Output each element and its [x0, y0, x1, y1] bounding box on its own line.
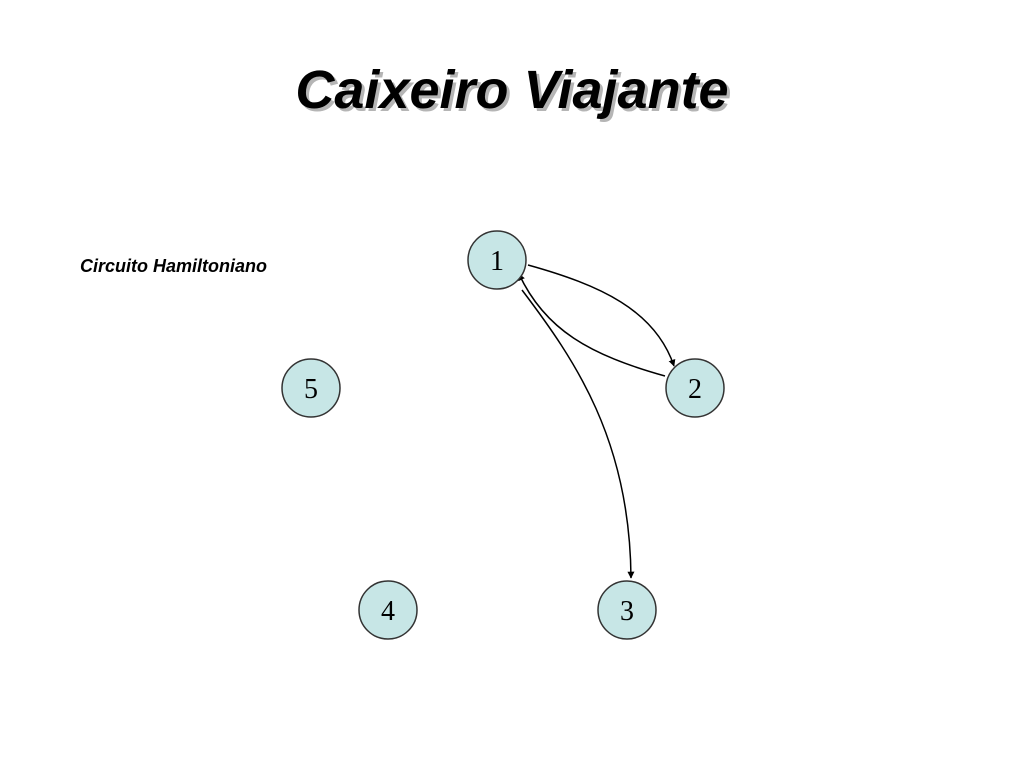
- node-label: 1: [490, 246, 504, 277]
- node-label: 4: [381, 596, 395, 627]
- node-circle: [597, 580, 657, 640]
- node-label: 3: [620, 596, 634, 627]
- graph-node-1: 1: [467, 230, 527, 290]
- slide-title: Caixeiro Viajante: [295, 60, 729, 120]
- node-circle: [281, 358, 341, 418]
- graph-node-3: 3: [597, 580, 657, 640]
- graph-node-5: 5: [281, 358, 341, 418]
- node-circle: [665, 358, 725, 418]
- graph-node-2: 2: [665, 358, 725, 418]
- node-label: 5: [304, 374, 318, 405]
- node-label: 2: [688, 374, 702, 405]
- edge-1-to-3: [521, 289, 635, 579]
- graph-node-4: 4: [358, 580, 418, 640]
- slide-subtitle: Circuito Hamiltoniano: [80, 256, 268, 276]
- edge-2-to-1: [518, 273, 666, 377]
- edge-1-to-2: [527, 264, 676, 367]
- node-circle: [467, 230, 527, 290]
- node-circle: [358, 580, 418, 640]
